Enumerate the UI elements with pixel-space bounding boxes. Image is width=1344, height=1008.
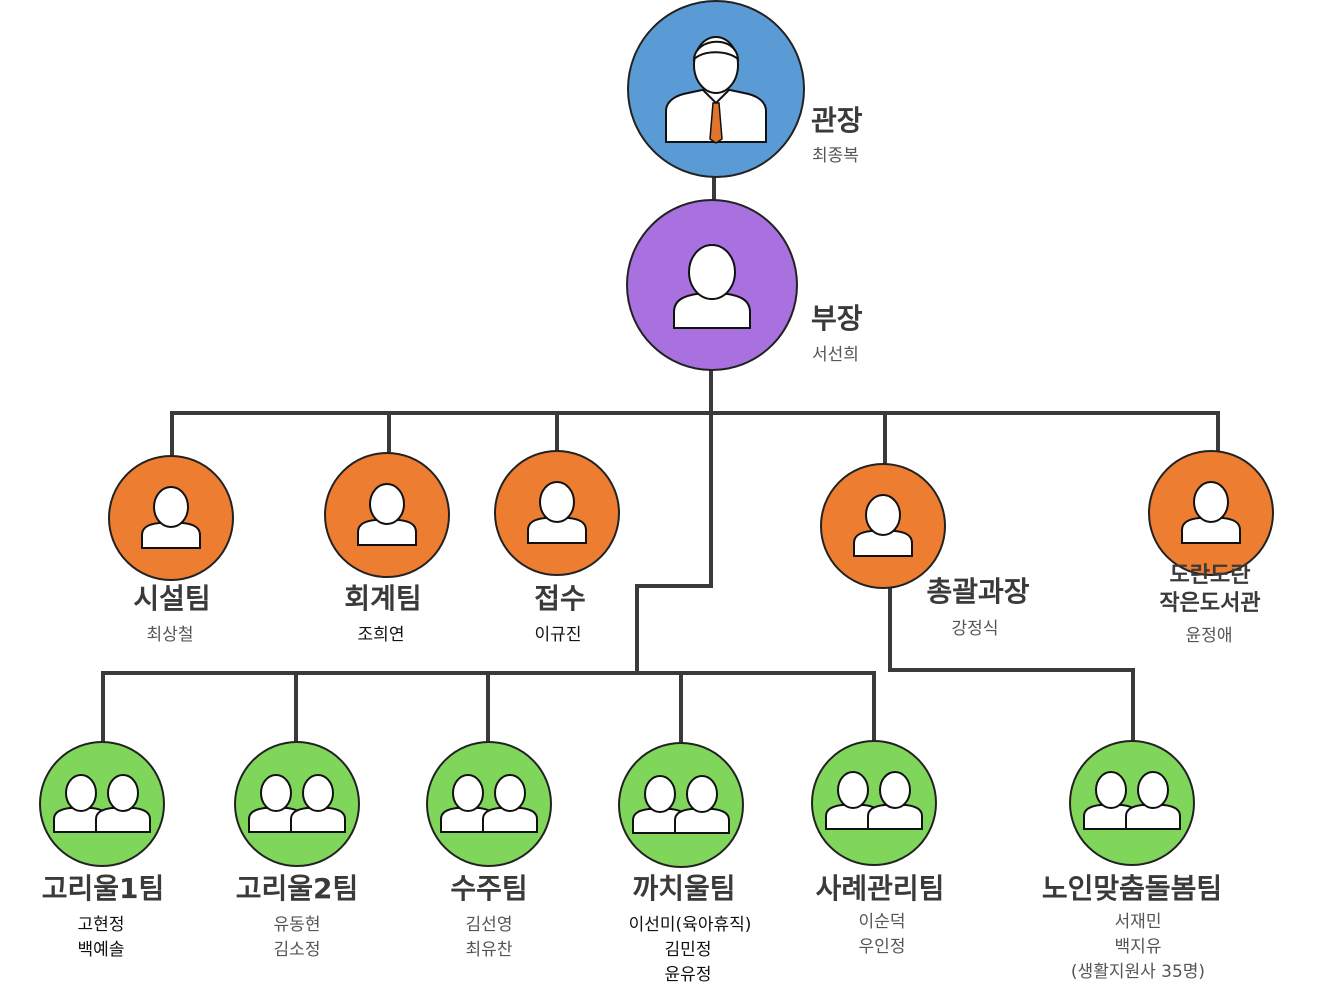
deputy-node bbox=[626, 199, 798, 371]
team-title: 시설팀 bbox=[133, 582, 211, 615]
team-member: 윤정애 bbox=[1185, 626, 1233, 646]
sub-team-title: 고리울2팀 bbox=[235, 872, 359, 905]
director-node bbox=[627, 0, 805, 178]
sub-team-member: 김민정 bbox=[664, 940, 712, 960]
team-title-line: 도란도란 bbox=[1169, 563, 1251, 588]
businessman-icon bbox=[665, 36, 767, 144]
sub-team-member: 김선영 bbox=[465, 915, 513, 935]
sub-team-member: (생활지원사 35명) bbox=[1070, 962, 1206, 982]
person-icon bbox=[1181, 481, 1241, 544]
sub-team-member: 백예솔 bbox=[77, 940, 125, 960]
people-group-icon bbox=[1083, 771, 1181, 830]
sub-team-member: 우인정 bbox=[858, 937, 906, 957]
sub-team-member: 서재민 bbox=[1114, 912, 1162, 932]
team-title-line: 작은도서관 bbox=[1159, 591, 1261, 616]
person-icon bbox=[673, 244, 751, 329]
sub-team-member: 이순덕 bbox=[858, 912, 906, 932]
sub-team-circle bbox=[234, 741, 360, 867]
sub-team-member: 최유찬 bbox=[465, 940, 513, 960]
people-group-icon bbox=[632, 775, 730, 834]
sub-team-member: 유동현 bbox=[273, 915, 321, 935]
team-member: 최상철 bbox=[146, 625, 194, 645]
people-group-icon bbox=[53, 774, 151, 833]
sub-team-member: 윤유정 bbox=[664, 965, 712, 985]
people-group-icon bbox=[825, 771, 923, 830]
sub-team-title: 노인맞춤돌봄팀 bbox=[1041, 872, 1223, 905]
people-group-icon bbox=[248, 774, 346, 833]
sub-team-node-4 bbox=[618, 742, 744, 868]
sub-team-member: 백지유 bbox=[1114, 937, 1162, 957]
sub-team-node-3 bbox=[426, 741, 552, 867]
team-title: 총괄과장 bbox=[926, 575, 1030, 608]
team-node-4 bbox=[820, 463, 946, 589]
sub-team-circle bbox=[426, 741, 552, 867]
person-icon bbox=[141, 486, 201, 549]
sub-team-node-5 bbox=[811, 740, 937, 866]
team-title: 접수 bbox=[534, 582, 586, 615]
sub-team-circle bbox=[1069, 740, 1195, 866]
team-node-5 bbox=[1148, 450, 1274, 576]
director-name: 최종복 bbox=[812, 146, 859, 166]
team-title: 회계팀 bbox=[344, 582, 422, 615]
sub-team-title: 고리울1팀 bbox=[41, 872, 165, 905]
team-node-3 bbox=[494, 450, 620, 576]
deputy-name: 서선희 bbox=[812, 345, 859, 365]
team-member: 이규진 bbox=[534, 625, 582, 645]
person-icon bbox=[527, 481, 587, 544]
person-icon bbox=[357, 483, 417, 546]
sub-team-member: 고현정 bbox=[77, 915, 125, 935]
sub-team-member: 이선미(육아휴직) bbox=[628, 915, 752, 935]
sub-team-node-2 bbox=[234, 741, 360, 867]
person-icon bbox=[853, 494, 913, 557]
sub-team-node-6 bbox=[1069, 740, 1195, 866]
sub-team-node-1 bbox=[39, 741, 165, 867]
sub-team-title: 수주팀 bbox=[450, 872, 528, 905]
team-member: 조희연 bbox=[357, 625, 405, 645]
sub-team-circle bbox=[811, 740, 937, 866]
sub-team-title: 까치울팀 bbox=[632, 872, 736, 905]
director-title: 관장 bbox=[811, 104, 863, 137]
sub-team-title: 사례관리팀 bbox=[815, 872, 945, 905]
people-group-icon bbox=[440, 774, 538, 833]
team-node-2 bbox=[324, 452, 450, 578]
deputy-title: 부장 bbox=[811, 302, 863, 335]
sub-team-circle bbox=[39, 741, 165, 867]
sub-team-member: 김소정 bbox=[273, 940, 321, 960]
team-member: 강정식 bbox=[951, 619, 999, 639]
sub-team-circle bbox=[618, 742, 744, 868]
connector-lines bbox=[101, 163, 1220, 745]
team-node-1 bbox=[108, 455, 234, 581]
